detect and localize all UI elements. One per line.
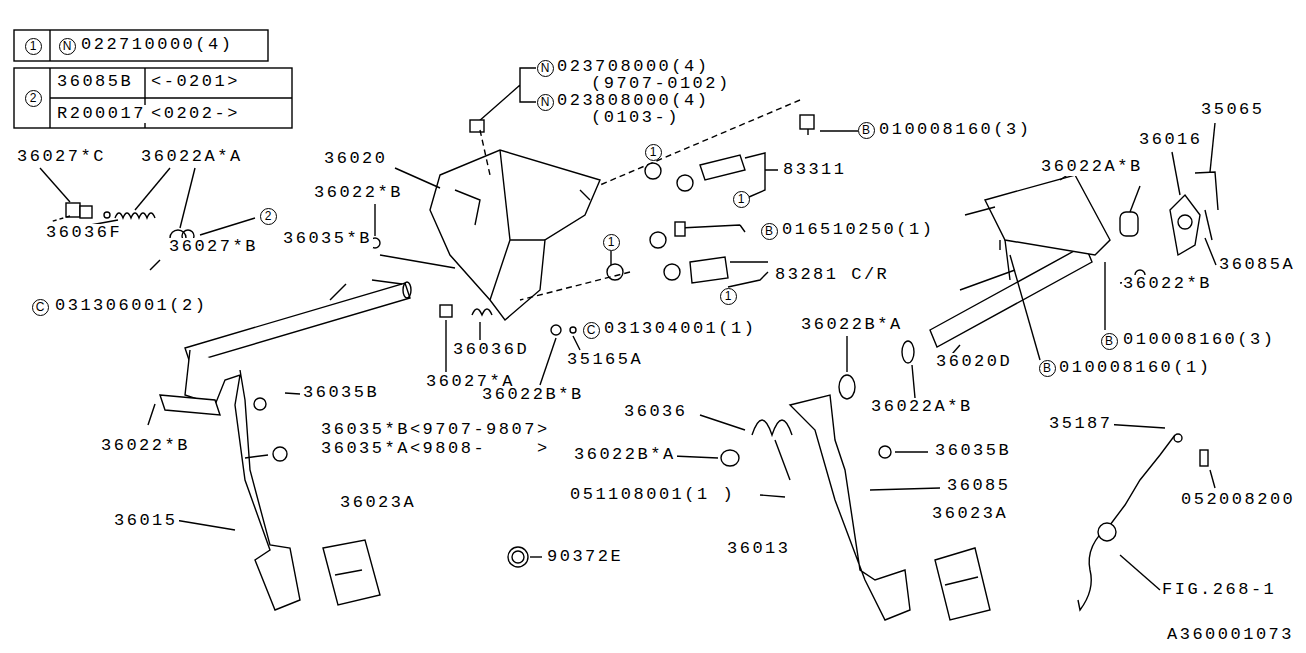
callout-circle: 1 (645, 144, 662, 161)
callout-letter: 1 (30, 40, 37, 52)
callout-letter: 2 (30, 92, 37, 104)
callout-circle: B (1101, 333, 1118, 350)
part-number: 010008160(1) (1058, 359, 1212, 377)
part-number: 36035*B<9707-9807> (320, 421, 551, 439)
callout-circle: B (1039, 360, 1056, 377)
part-number: 36023A (931, 505, 1009, 523)
callout-letter: C (587, 324, 596, 336)
callout-circle: 2 (25, 90, 42, 107)
part-number: 052008200 (1180, 491, 1296, 509)
callout-circle: 1 (603, 234, 620, 251)
part-number: 36085 (946, 477, 1012, 495)
callout-circle: B (761, 223, 778, 240)
callout-letter: B (1105, 335, 1113, 347)
part-number: 36013 (726, 540, 792, 558)
part-number: 83311 (782, 161, 848, 179)
part-number: 36035B (934, 442, 1012, 460)
part-number: 031304001(1) (603, 320, 757, 338)
part-number: 35065 (1200, 101, 1266, 119)
callout-circle: 1 (25, 38, 42, 55)
callout-circle: 1 (720, 288, 737, 305)
callout-letter: N (541, 62, 550, 74)
part-number: 35187 (1048, 415, 1114, 433)
part-number: 023708000(4) (556, 58, 710, 76)
part-number: 016510250(1) (781, 221, 935, 239)
callout-letter: N (63, 40, 72, 52)
part-number: 36022*B (100, 437, 191, 455)
callout-circle: C (32, 299, 49, 316)
part-number: 36020D (935, 353, 1013, 371)
callout-letter: N (541, 96, 550, 108)
part-number: 36022*B (1122, 275, 1213, 293)
callout-letter: B (862, 124, 870, 136)
part-number: 36085B (56, 73, 134, 91)
part-number: <0202-> (150, 105, 241, 123)
part-number: 36036F (45, 224, 123, 242)
part-number: R200017 (56, 105, 147, 123)
part-number: 36022B*B (481, 386, 585, 404)
part-number: 36022A*B (1040, 158, 1144, 176)
part-number: 35165A (566, 351, 644, 369)
callout-circle: N (537, 94, 554, 111)
part-number: 36020 (323, 150, 389, 168)
callout-circle: C (583, 322, 600, 339)
part-number: 90372E (546, 548, 624, 566)
part-number: (0103-) (590, 109, 681, 127)
part-number: 36085A (1218, 256, 1296, 274)
part-number: 36035B (302, 384, 380, 402)
part-number: 36027*C (16, 148, 107, 166)
part-number: FIG.268-1 (1161, 581, 1277, 599)
part-number: 36036 (623, 403, 689, 421)
callout-letter: 1 (738, 193, 745, 205)
callout-letter: C (36, 301, 45, 313)
part-number: 36022A*B (870, 398, 974, 416)
part-number: (9707-0102) (590, 75, 732, 93)
part-number: 36036D (452, 341, 530, 359)
part-number: 010008160(3) (1122, 331, 1276, 349)
part-number: 36022B*A (573, 446, 677, 464)
part-number: 023808000(4) (556, 92, 710, 110)
part-number: <-0201> (150, 73, 241, 91)
callout-letter: 1 (608, 236, 615, 248)
callout-circle: 2 (260, 208, 277, 225)
callout-circle: B (858, 122, 875, 139)
callout-circle: N (537, 60, 554, 77)
callout-circle: 1 (733, 191, 750, 208)
callout-letter: B (1043, 362, 1051, 374)
part-number: 36022B*A (800, 316, 904, 334)
callout-letter: 2 (265, 210, 272, 222)
part-number: 051108001(1 ) (569, 486, 736, 504)
part-number: 010008160(3) (878, 121, 1032, 139)
part-number: 022710000(4) (80, 36, 234, 54)
callout-letter: 1 (650, 146, 657, 158)
part-number: 36015 (113, 512, 179, 530)
part-number: 031306001(2) (54, 297, 208, 315)
part-number: 83281 C/R (774, 266, 890, 284)
part-number: A360001073 (1166, 626, 1295, 644)
part-number: 36035*B (282, 230, 373, 248)
callout-letter: B (765, 225, 773, 237)
callout-circle: N (59, 38, 76, 55)
part-number: 36022A*A (140, 148, 244, 166)
part-number: 36016 (1138, 131, 1204, 149)
part-number: 36023A (339, 494, 417, 512)
part-number: 36035*A<9808- > (320, 440, 551, 458)
part-number: 36022*B (313, 184, 404, 202)
part-number: 36027*B (168, 238, 259, 256)
callout-letter: 1 (725, 290, 732, 302)
